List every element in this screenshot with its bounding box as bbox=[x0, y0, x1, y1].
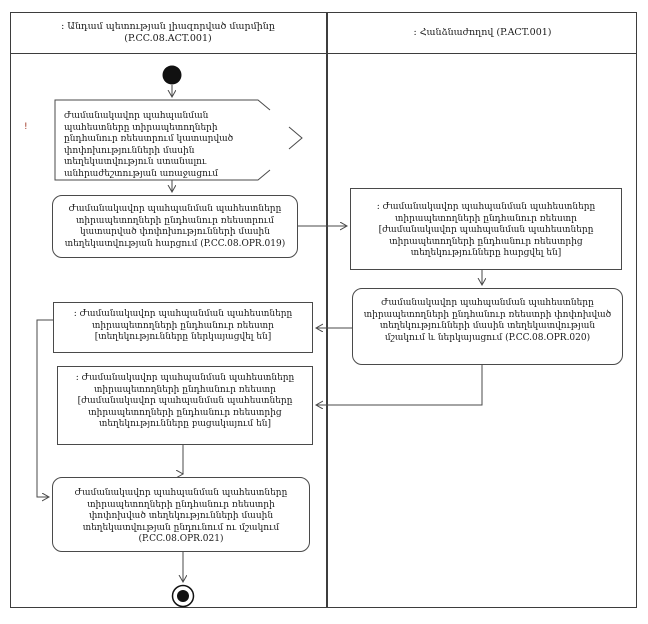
action-opr019: Ժամանակավոր պահպանման պահեստները տիրապետ… bbox=[52, 195, 298, 258]
initial-node bbox=[162, 65, 182, 85]
lane-code: (P.CC.08.ACT.001) bbox=[124, 32, 212, 44]
action-opr021: Ժամանակավոր պահպանման պահեստները տիրապետ… bbox=[52, 477, 310, 552]
lane-title: : Հանձնաժողով (P.ACT.001) bbox=[413, 26, 552, 38]
object-node-registry-presented: : Ժամանակավոր պահպանման պահեստները տիրապ… bbox=[53, 302, 313, 353]
warning-icon: ! bbox=[24, 122, 28, 132]
lane-header-member-state: : Անդամ պետության լիազորված մարմինը (P.C… bbox=[10, 12, 326, 53]
lane-title: : Անդամ պետության լիազորված մարմինը bbox=[61, 20, 275, 32]
object-node-registry-missing: : Ժամանակավոր պահպանման պահեստները տիրապ… bbox=[57, 366, 313, 445]
accept-event-outline bbox=[54, 99, 271, 181]
chevron-icon bbox=[288, 126, 303, 150]
lane-header-commission: : Հանձնաժողով (P.ACT.001) bbox=[328, 12, 637, 53]
flow-presented-to-action021 bbox=[36, 319, 53, 497]
accept-event-action: Ժամանակավոր պահպանման պահեստները տիրապետ… bbox=[64, 111, 234, 179]
flow-action020-to-missing bbox=[316, 365, 483, 405]
final-node-core bbox=[177, 590, 189, 602]
lane-divider bbox=[326, 12, 328, 608]
object-node-registry-requested: : Ժամանակավոր պահպանման պահեստները տիրապ… bbox=[350, 188, 622, 270]
swimlane-frame bbox=[10, 12, 637, 608]
action-opr020: Ժամանակավոր պահպանման պահեստները տիրապետ… bbox=[352, 288, 623, 365]
swimlane-header: : Անդամ պետության լիազորված մարմինը (P.C… bbox=[10, 12, 637, 54]
